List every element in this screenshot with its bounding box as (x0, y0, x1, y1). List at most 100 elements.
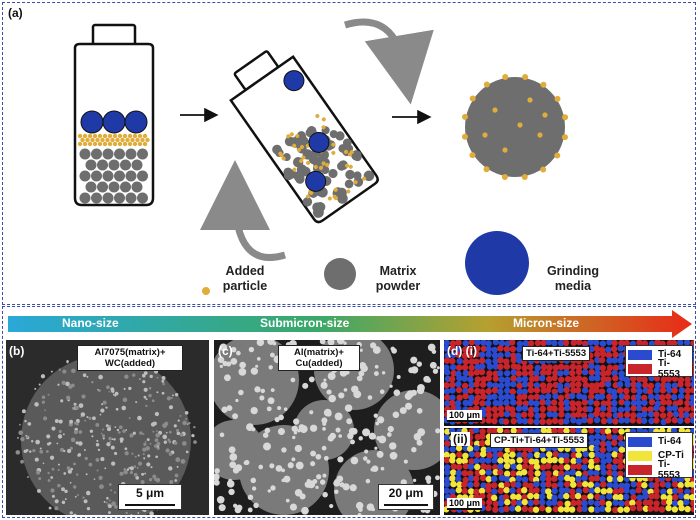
ebsd-grain (510, 481, 517, 488)
sem-speck (168, 452, 173, 456)
ebsd-grain (558, 457, 565, 464)
ebsd-grain (606, 469, 613, 477)
sem-speck (44, 409, 46, 412)
sem-added-particle (236, 504, 243, 511)
ebsd-grain (629, 499, 636, 507)
sem-speck (130, 514, 133, 515)
ebsd-grain (629, 488, 636, 496)
sem-speck (46, 434, 51, 439)
ebsd-grain (509, 345, 517, 353)
sem-speck (74, 405, 79, 410)
sem-speck (129, 433, 134, 438)
sem-speck (99, 484, 104, 490)
sem-speck (152, 474, 157, 479)
ebsd-grain (599, 340, 607, 347)
ebsd-grain (594, 482, 601, 489)
ebsd-grain (444, 464, 451, 471)
ebsd-grain (474, 451, 481, 458)
sem-added-particle (323, 455, 329, 461)
ebsd-grain (544, 393, 552, 400)
sem-added-particle (353, 390, 362, 399)
sem-speck (137, 461, 143, 466)
ebsd-grain (588, 439, 596, 447)
sem-speck (149, 478, 153, 482)
ebsd-grain (666, 411, 674, 418)
ebsd-grain (671, 375, 679, 382)
ebsd-grain (503, 345, 511, 353)
ebsd-grain (641, 482, 648, 489)
ebsd-grain (660, 488, 667, 496)
sem-added-particle (266, 406, 272, 412)
ebsd-grain (444, 382, 450, 389)
ebsd-grain (552, 505, 560, 513)
ebsd-grain (612, 457, 619, 465)
ebsd-grain (498, 506, 505, 513)
ebsd-grain (466, 399, 474, 407)
sem-speck (58, 419, 63, 424)
ebsd-grain (599, 505, 606, 513)
panel-d-i-tag: Ti-64+Ti-5553 (522, 346, 591, 361)
matrix-powder-ball (114, 192, 125, 204)
grinding-media-legend-icon (465, 231, 529, 295)
ebsd-grain (570, 417, 577, 424)
sem-speck (180, 459, 186, 464)
ebsd-grain (610, 388, 618, 396)
sem-speck (66, 360, 69, 363)
panel-b-scale-text: 5 μm (135, 486, 165, 500)
ebsd-grain (480, 393, 487, 400)
ebsd-grain (491, 393, 498, 400)
sem-speck (104, 467, 107, 470)
sem-speck (96, 469, 99, 472)
sem-added-particle (269, 463, 275, 469)
sem-speck (86, 375, 89, 378)
ebsd-grain (586, 405, 594, 413)
ebsd-grain (563, 428, 570, 434)
ebsd-grain (646, 499, 654, 506)
ebsd-grain (479, 450, 487, 458)
added-particle-dot (92, 141, 98, 147)
ebsd-grain (515, 370, 522, 377)
sem-speck (70, 467, 73, 471)
added-particle-dot (127, 133, 133, 139)
sem-speck (161, 391, 165, 395)
ebsd-grain (497, 499, 505, 507)
sem-added-particle (342, 483, 350, 491)
ebsd-grain (532, 446, 540, 454)
panel-d-i-scale-text: 100 μm (447, 410, 483, 422)
ebsd-grain (540, 363, 548, 371)
matrix-powder-ball (114, 170, 125, 182)
matrix-powder-ball (137, 192, 148, 204)
sem-added-particle (264, 427, 271, 434)
ebsd-grain (462, 452, 469, 459)
sem-speck (66, 466, 71, 470)
sem-added-particle (389, 442, 397, 450)
ebsd-grain (510, 375, 517, 382)
ebsd-grain (515, 481, 522, 489)
ebsd-grain (610, 406, 618, 413)
ebsd-grain (516, 357, 523, 364)
ebsd-grain (539, 382, 547, 389)
ebsd-grain (492, 363, 499, 370)
sem-added-particle (217, 356, 225, 364)
sem-added-particle (234, 464, 243, 472)
ebsd-grain (557, 481, 564, 488)
ebsd-grain (605, 456, 613, 464)
sem-speck (166, 396, 171, 401)
sem-added-particle (319, 479, 326, 485)
ebsd-grain (635, 486, 642, 494)
ebsd-grain (455, 463, 463, 471)
ebsd-grain (454, 400, 462, 407)
ebsd-grain (612, 364, 619, 372)
sem-added-particle (370, 467, 375, 472)
ebsd-grain (684, 387, 692, 394)
added-particle-dot (82, 133, 88, 139)
surface-added-particle (562, 114, 569, 121)
ebsd-grain (539, 399, 546, 406)
sem-added-particle (367, 395, 373, 400)
ebsd-grain (510, 470, 517, 477)
sem-speck (137, 415, 142, 421)
ebsd-grain (473, 350, 481, 358)
ebsd-grain (462, 346, 469, 353)
ebsd-grain (552, 393, 559, 400)
matrix-powder-ball (131, 181, 143, 193)
